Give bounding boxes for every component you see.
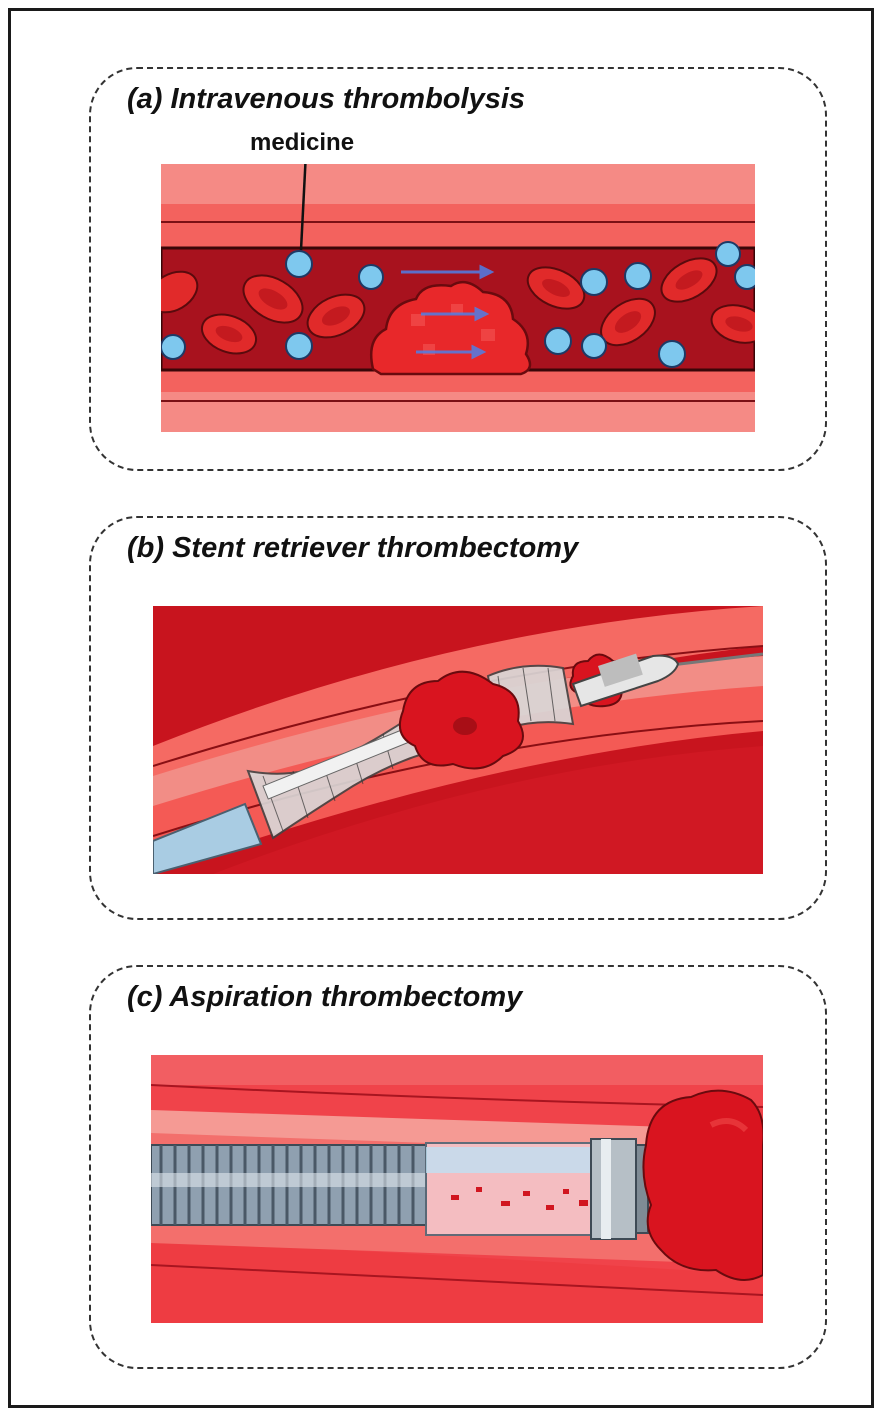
clot-icon: [369, 280, 532, 376]
panel-title: (c) Aspiration thrombectomy: [127, 981, 523, 1013]
aspiration-tube-icon: [151, 1138, 649, 1240]
clot-icon: [642, 1089, 763, 1281]
panel-aspiration-thrombectomy: (c) Aspiration thrombectomy: [89, 965, 827, 1369]
retriever-device: [571, 653, 680, 708]
figure-frame: (a) Intravenous thrombolysis medicine: [8, 8, 874, 1408]
panel-stent-retriever-thrombectomy: (b) Stent retriever thrombectomy: [89, 516, 827, 920]
thrombolysis-illustration: [161, 164, 755, 432]
panel-intravenous-thrombolysis: (a) Intravenous thrombolysis medicine: [89, 67, 827, 471]
panel-title: (a) Intravenous thrombolysis: [127, 83, 526, 115]
panel-title: (b) Stent retriever thrombectomy: [127, 532, 579, 564]
medicine-particle-icon: [161, 241, 755, 368]
stent-retriever-illustration: [153, 606, 763, 874]
catheter-icon: [153, 802, 263, 874]
medicine-label: medicine: [250, 129, 355, 156]
aspiration-illustration: [151, 1055, 763, 1323]
